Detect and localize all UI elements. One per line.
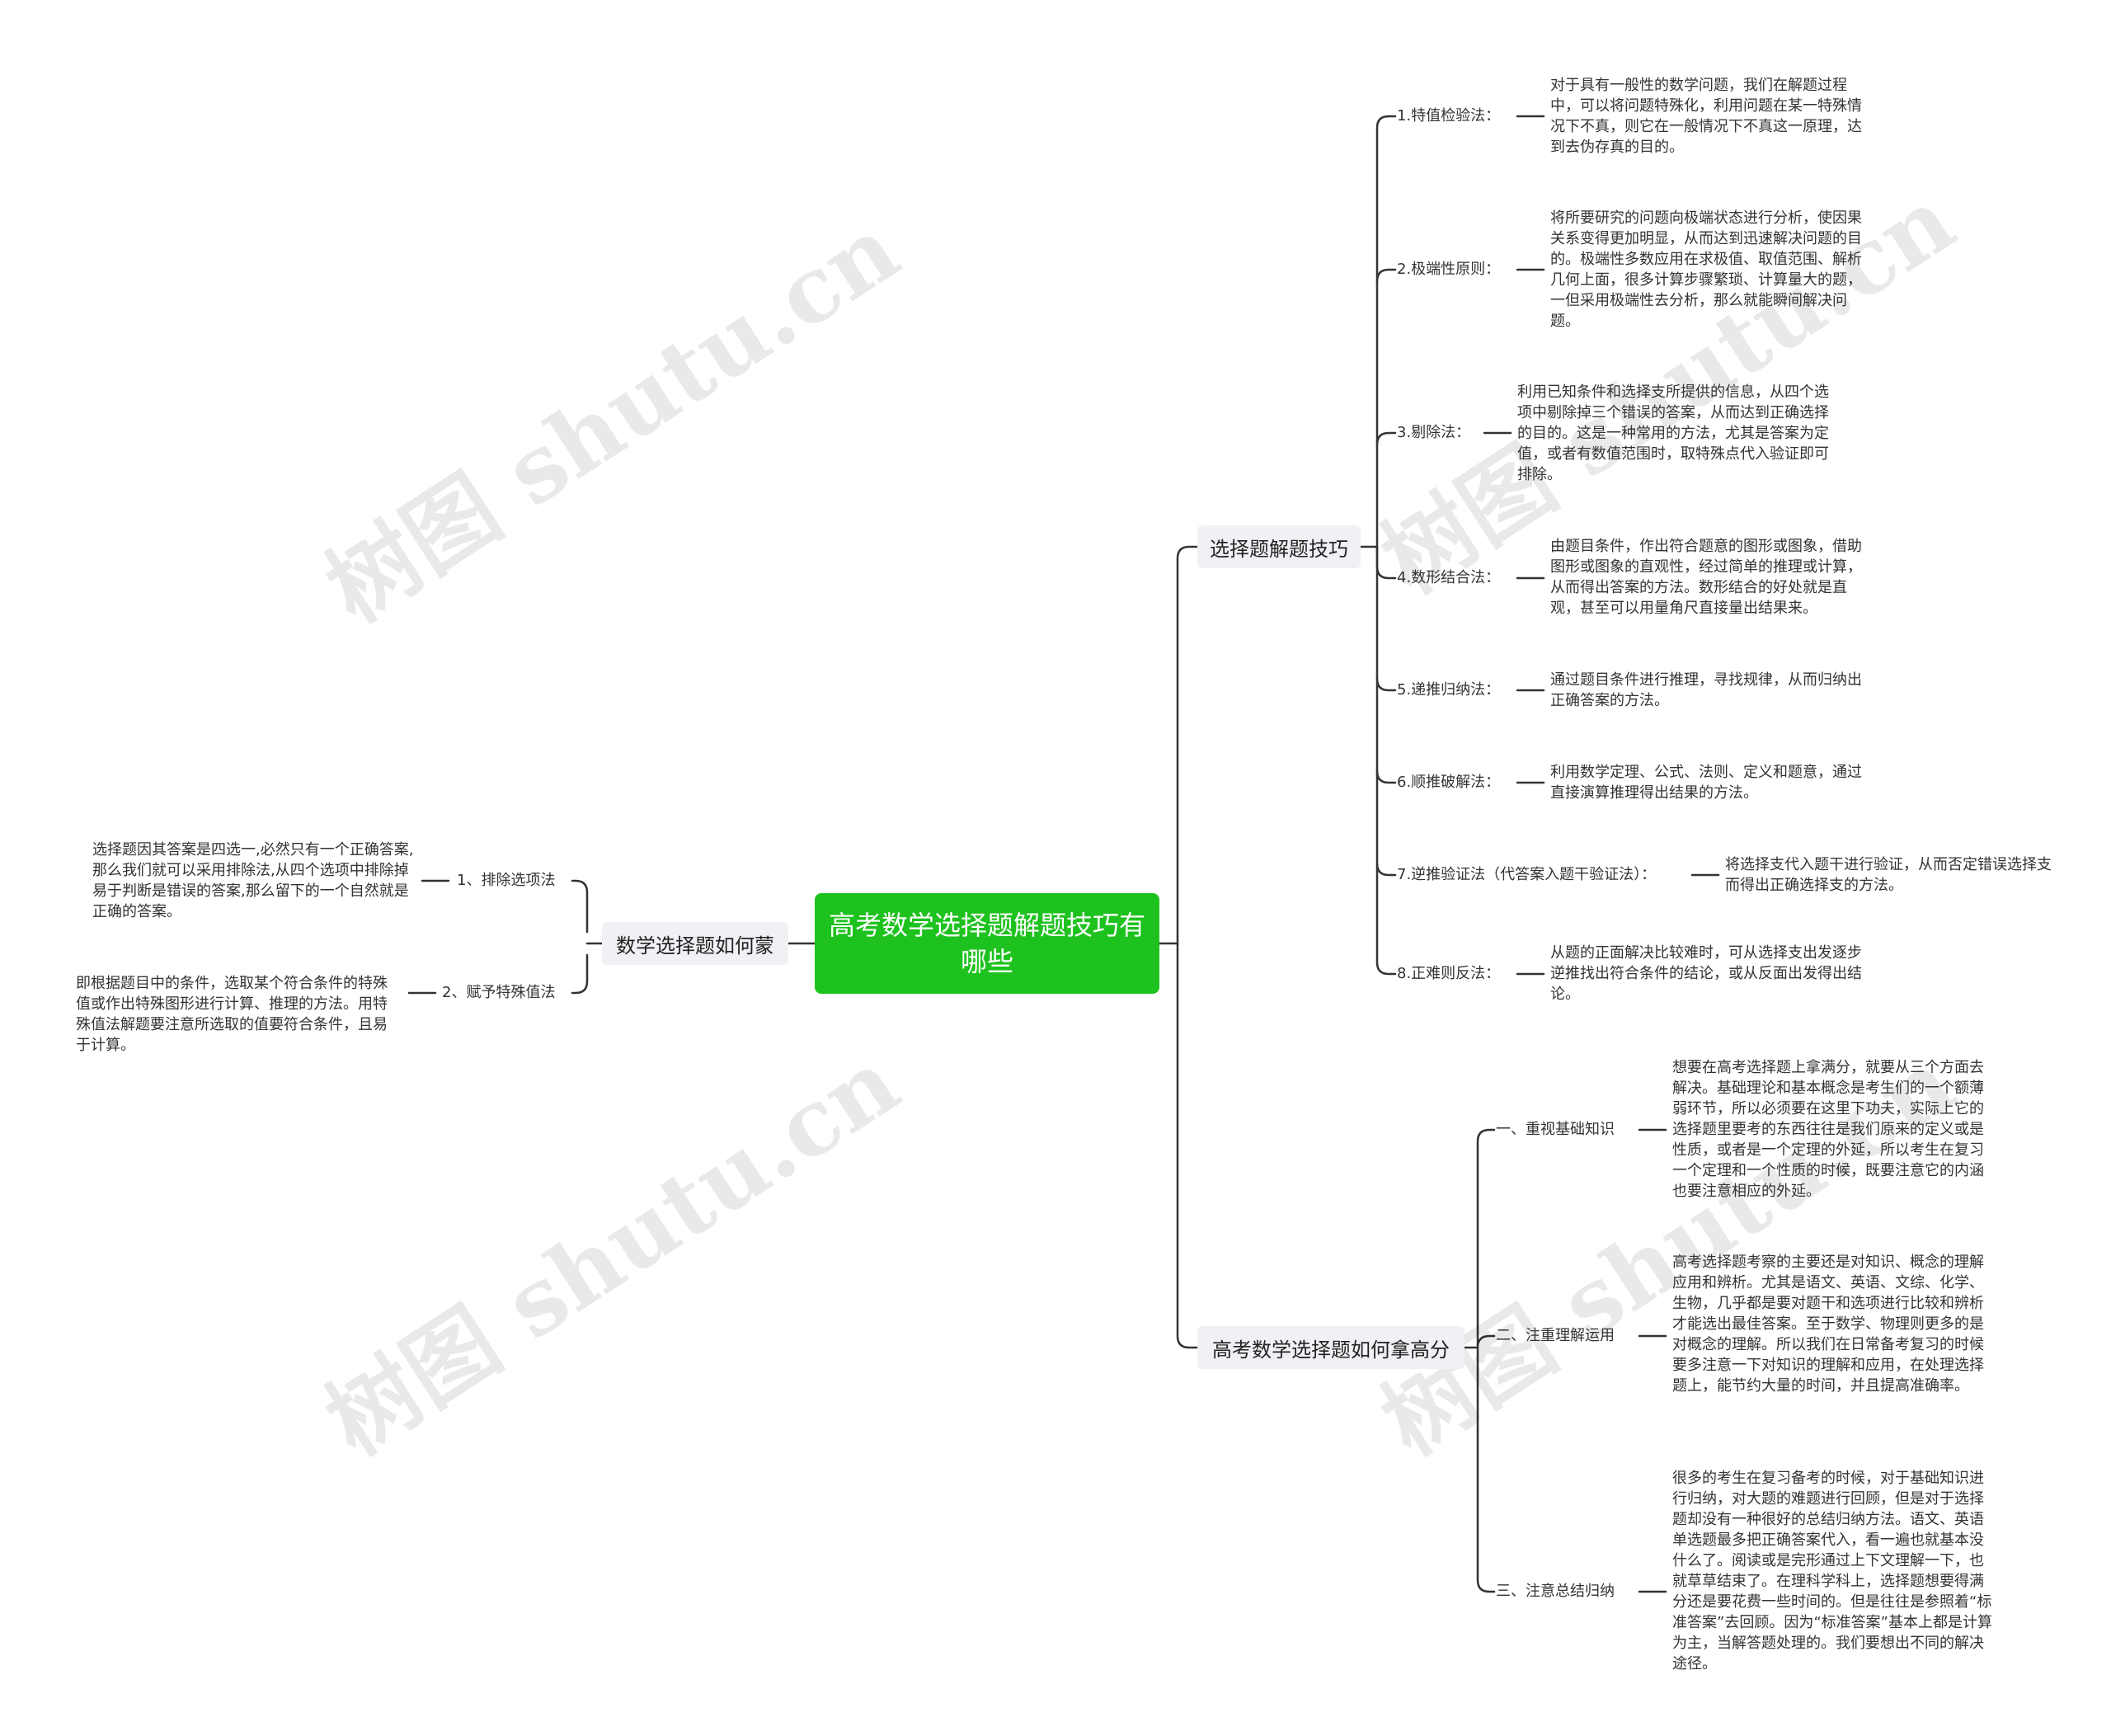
- topic-tips[interactable]: 选择题解题技巧: [1197, 525, 1361, 568]
- subtopic-guess-2[interactable]: 2、赋予特殊值法: [442, 984, 556, 1001]
- subtopic-tips-1[interactable]: 1.特值检验法：: [1397, 107, 1501, 125]
- topic-score[interactable]: 高考数学选择题如何拿高分: [1197, 1326, 1465, 1369]
- subtopic-score-3[interactable]: 三、注意总结归纳: [1496, 1583, 1615, 1600]
- root-topic[interactable]: 高考数学选择题解题技巧有哪些: [815, 893, 1159, 994]
- leaf-tips-1: 对于具有一般性的数学问题，我们在解题过程中，可以将问题特殊化，利用问题在某一特殊…: [1550, 77, 1862, 156]
- leaf-score-1: 想要在高考选择题上拿满分，就要从三个方面去解决。基础理论和基本概念是考生们的一个…: [1672, 1059, 1984, 1200]
- subtopic-tips-4[interactable]: 4.数形结合法：: [1397, 569, 1501, 586]
- leaf-guess-1: 选择题因其答案是四选一,必然只有一个正确答案,那么我们就可以采用排除法,从四个选…: [92, 841, 414, 920]
- subtopic-score-1[interactable]: 一、重视基础知识: [1496, 1121, 1615, 1138]
- link-trunk-score: [1176, 942, 1199, 1349]
- leaf-guess-2: 即根据题目中的条件，选取某个符合条件的特殊值或作出特殊图形进行计算、推理的方法。…: [76, 975, 388, 1054]
- leaf-tips-3: 利用已知条件和选择支所提供的信息，从四个选项中剔除掉三个错误的答案，从而达到正确…: [1517, 383, 1829, 483]
- leaf-tips-2: 将所要研究的问题向极端状态进行分析，使因果关系变得更加明显，从而达到迅速解决问题…: [1550, 209, 1862, 330]
- leaf-tips-6: 利用数学定理、公式、法则、定义和题意，通过直接演算推理得出结果的方法。: [1550, 764, 1862, 802]
- link-guess-spine: [571, 879, 589, 995]
- subtopic-tips-2[interactable]: 2.极端性原则：: [1397, 261, 1501, 278]
- subtopic-tips-3[interactable]: 3.剔除法：: [1397, 424, 1471, 441]
- subtopic-tips-7[interactable]: 7.逆推验证法（代答案入题干验证法）：: [1397, 866, 1657, 883]
- leaf-score-3: 很多的考生在复习备考的时候，对于基础知识进行归纳，对大题的难题进行回顾，但是对于…: [1672, 1470, 1992, 1672]
- subtopic-tips-8[interactable]: 8.正难则反法：: [1397, 965, 1501, 982]
- link-trunk-tips: [1176, 545, 1199, 945]
- subtopic-tips-5[interactable]: 5.递推归纳法：: [1397, 681, 1501, 699]
- subtopic-guess-1[interactable]: 1、排除选项法: [457, 872, 556, 889]
- leaf-tips-7: 将选择支代入题干进行验证，从而否定错误选择支而得出正确选择支的方法。: [1725, 856, 2052, 894]
- leaf-tips-5: 通过题目条件进行推理，寻找规律，从而归纳出正确答案的方法。: [1550, 671, 1862, 709]
- subtopic-score-2[interactable]: 二、注重理解运用: [1496, 1327, 1615, 1344]
- leaf-tips-8: 从题的正面解决比较难时，可从选择支出发逐步逆推找出符合条件的结论，或从反面出发得…: [1550, 944, 1862, 1003]
- leaf-tips-4: 由题目条件，作出符合题意的图形或图象，借助图形或图象的直观性，经过简单的推理或计…: [1550, 538, 1862, 617]
- subtopic-tips-6[interactable]: 6.顺推破解法：: [1397, 774, 1501, 791]
- link-score-spine: [1476, 1128, 1496, 1593]
- link-tips-spine: [1375, 115, 1397, 976]
- topic-guess[interactable]: 数学选择题如何蒙: [602, 922, 788, 965]
- leaf-score-2: 高考选择题考察的主要还是对知识、概念的理解应用和辨析。尤其是语文、英语、文综、化…: [1672, 1254, 1984, 1395]
